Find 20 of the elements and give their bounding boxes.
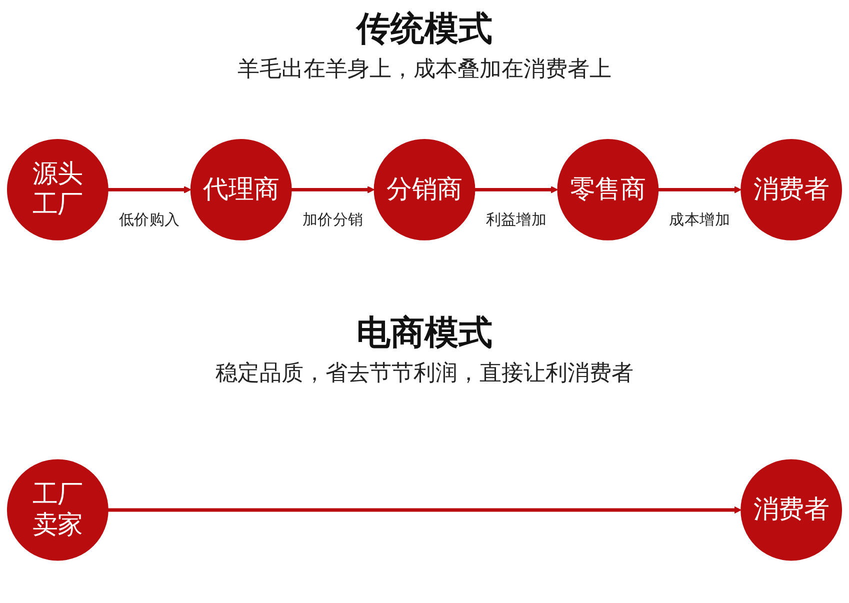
arrow	[108, 186, 192, 194]
arrow	[108, 506, 742, 514]
node-circle: 代理商	[190, 139, 292, 241]
section-subtitle: 羊毛出在羊身上，成本叠加在消费者上	[238, 54, 612, 82]
node-circle: 工厂卖家	[6, 459, 108, 561]
arrow	[291, 186, 375, 194]
node-circle: 消费者	[740, 139, 842, 241]
edge-label: 成本增加	[669, 211, 730, 228]
arrow	[658, 186, 742, 194]
edge-label: 利益增加	[486, 211, 547, 228]
arrow	[474, 186, 558, 194]
edge-label: 加价分销	[302, 211, 364, 228]
node-circle: 零售商	[557, 139, 659, 241]
node-circle: 源头工厂	[6, 139, 108, 241]
node-circle: 分销商	[374, 139, 476, 241]
node-circle: 消费者	[740, 459, 842, 561]
section-subtitle: 稳定品质，省去节节利润，直接让利消费者	[216, 358, 634, 387]
section-heading: 传统模式	[356, 9, 492, 50]
section-heading: 电商模式	[356, 313, 492, 354]
edge-label: 低价购入	[118, 211, 180, 228]
